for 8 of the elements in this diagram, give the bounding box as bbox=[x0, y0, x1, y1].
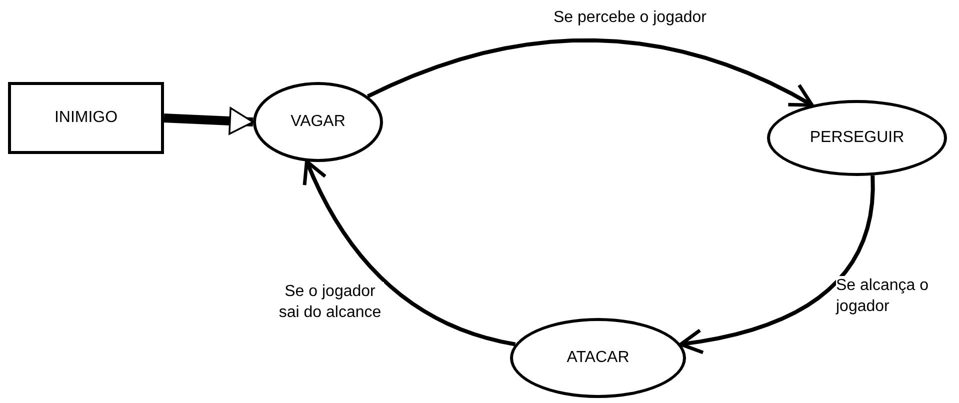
arrow bbox=[164, 107, 254, 135]
entity-box bbox=[8, 82, 164, 154]
arrow bbox=[302, 160, 516, 346]
node-label: PERSEGUIR bbox=[810, 129, 904, 147]
node-label: ATACAR bbox=[566, 349, 630, 367]
node-label: VAGAR bbox=[290, 113, 346, 131]
node-label: INIMIGO bbox=[54, 109, 118, 127]
arrow bbox=[366, 38, 814, 107]
